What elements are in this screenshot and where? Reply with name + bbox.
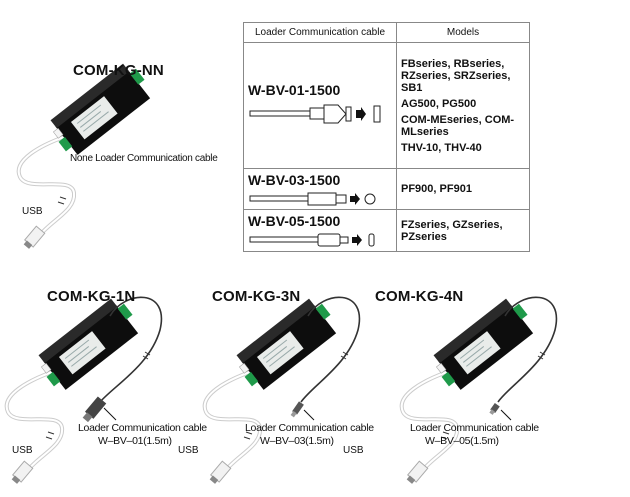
cable-label: Loader Communication cable (78, 422, 207, 434)
cable-model: W–BV–05(1.5m) (425, 435, 499, 447)
cable-name: W-BV-05-1500 (248, 213, 341, 229)
usb-label: USB (22, 206, 43, 217)
header-models: Models (396, 22, 530, 43)
com-kg-4n-device-image (399, 292, 558, 488)
com-kg-4n-title: COM-KG-4N (375, 288, 464, 305)
w-bv-05-connector-icon (249, 233, 375, 247)
model-group: AG500, PG500 (401, 97, 477, 110)
model-group: FBseries, RBseries, RZseries, SRZseries,… (401, 57, 511, 94)
cable-models-table: Loader Communication cable Models W-BV-0… (243, 22, 530, 252)
usb-label: USB (12, 445, 33, 456)
model-group: PF900, PF901 (401, 183, 472, 195)
w-bv-03-connector-icon (249, 192, 376, 205)
none-loader-cable-note: None Loader Communication cable (70, 153, 218, 164)
com-kg-nn-title: COM-KG-NN (73, 62, 164, 79)
cable-model: W–BV–03(1.5m) (260, 435, 334, 447)
model-group: THV-10, THV-40 (401, 141, 482, 154)
header-cable: Loader Communication cable (243, 22, 397, 43)
cable-model: W–BV–01(1.5m) (98, 435, 172, 447)
cable-label: Loader Communication cable (410, 422, 539, 434)
com-kg-3n-title: COM-KG-3N (212, 288, 301, 305)
com-kg-3n-device-image (202, 292, 361, 488)
model-group: COM-MEseries, COM-MLseries (401, 113, 515, 138)
table-row: W-BV-01-1500 FBseries, RBseries, RZserie… (243, 42, 530, 169)
table-row: W-BV-03-1500 PF900, PF901 (243, 168, 530, 210)
com-kg-1n-title: COM-KG-1N (47, 288, 136, 305)
usb-label: USB (178, 445, 199, 456)
w-bv-01-connector-icon (249, 104, 381, 124)
table-header-row: Loader Communication cable Models (243, 22, 530, 43)
cable-name: W-BV-01-1500 (248, 82, 341, 98)
cable-name: W-BV-03-1500 (248, 171, 341, 188)
usb-label: USB (343, 445, 364, 456)
com-kg-1n-device-image (4, 292, 163, 488)
model-group: FZseries, GZseries, PZseries (401, 218, 503, 243)
table-row: W-BV-05-1500 FZseries, GZseries, PZserie… (243, 209, 530, 252)
cable-label: Loader Communication cable (245, 422, 374, 434)
